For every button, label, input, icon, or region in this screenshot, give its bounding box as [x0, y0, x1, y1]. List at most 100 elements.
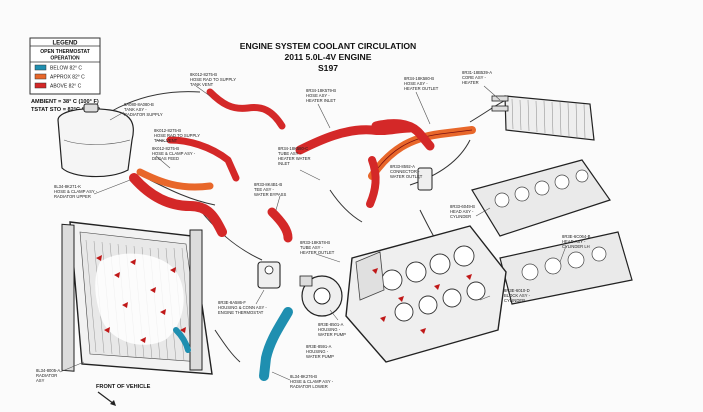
callout-tube-heater-outlet: 8R33-18K578-B TUBE ASY - HEATER OUTLET — [300, 240, 335, 255]
svg-text:8R34-18K579-B: 8R34-18K579-B — [306, 88, 336, 93]
svg-text:8R3E-6C064-B: 8R3E-6C064-B — [562, 234, 591, 239]
legend-subheader-1: OPEN THERMOSTAT — [40, 49, 90, 55]
svg-text:WATER PUMP: WATER PUMP — [318, 332, 346, 337]
svg-text:HEATER OUTLET: HEATER OUTLET — [404, 86, 439, 91]
callout-water-pump: 8R3E-8501-A HOUSING - WATER PUMP — [318, 322, 346, 337]
ambient-condition: AMBIENT = 38° C (100° F) — [31, 99, 99, 105]
hose-radiator-supply — [166, 136, 240, 182]
callout-heater-outlet: 8R34-18K580-B HOSE ASY - HEATER OUTLET — [404, 76, 439, 91]
svg-text:TANK VENT: TANK VENT — [190, 82, 214, 87]
svg-text:HOSE RAD TO SUPPLY: HOSE RAD TO SUPPLY — [190, 77, 236, 82]
svg-text:HEATER INLET: HEATER INLET — [306, 98, 336, 103]
title-line-3: S197 — [318, 63, 338, 73]
cylinder-head-lh — [471, 159, 611, 237]
svg-text:TANK ASY -: TANK ASY - — [124, 107, 147, 112]
svg-text:CORE ASY -: CORE ASY - — [462, 75, 486, 80]
title-line-1: ENGINE SYSTEM COOLANT CIRCULATION — [240, 41, 417, 51]
svg-text:CONNECTOR -: CONNECTOR - — [390, 169, 420, 174]
legend-label-below: BELOW 82° C — [50, 66, 82, 72]
svg-text:HOSE & CLAMP ASY -: HOSE & CLAMP ASY - — [54, 189, 98, 194]
hose-radiator-upper — [129, 173, 227, 237]
callout-radiator-lower: 8L34-8K276-B HOSE & CLAMP ASY - RADIATOR… — [290, 374, 334, 389]
svg-text:HEAD ASY -: HEAD ASY - — [450, 209, 474, 214]
legend-swatch-approx — [34, 73, 47, 80]
svg-text:CYLINDER LH: CYLINDER LH — [562, 244, 590, 249]
hose-upper-right — [371, 119, 435, 151]
svg-text:8R31-18B539-A: 8R31-18B539-A — [462, 70, 492, 75]
callout-degas-feed: 8K012-8275-B HOSE & CLAMP ASY - DEGAS FE… — [152, 146, 196, 161]
svg-text:WATER PUMP: WATER PUMP — [306, 354, 334, 359]
svg-text:HEATER: HEATER — [462, 80, 479, 85]
legend-label-above: ABOVE 82° C — [50, 84, 82, 90]
callout-cylinder-block: 8R3E-6010-D BLOCK ASY - CYLINDER — [504, 288, 531, 303]
legend-header: LEGEND — [52, 41, 78, 47]
callout-degas-tank: 8A080-8A080-B TANK ASY - RADIATOR SUPPLY — [124, 102, 163, 117]
svg-text:RADIATOR SUPPLY: RADIATOR SUPPLY — [124, 112, 163, 117]
title-line-2: 2011 5.0L-4V ENGINE — [285, 52, 372, 62]
hose-tank-vent — [206, 88, 286, 130]
svg-text:WATER OUTLET: WATER OUTLET — [390, 174, 423, 179]
svg-text:8R33-8K4B1-B: 8R33-8K4B1-B — [254, 182, 282, 187]
hose-heater-inlet — [295, 123, 415, 155]
engine-block — [345, 225, 507, 363]
svg-text:CYLINDER: CYLINDER — [504, 298, 525, 303]
svg-text:8L34-8K276-B: 8L34-8K276-B — [290, 374, 317, 379]
legend: LEGEND OPEN THERMOSTAT OPERATION BELOW 8… — [29, 37, 101, 95]
hose-radiator-lower — [173, 307, 293, 381]
svg-text:ASY: ASY — [36, 378, 45, 383]
callout-radiator-upper: 8L34-8K271-K HOSE & CLAMP ASY - RADIATOR… — [54, 184, 98, 199]
hose-heater-return — [366, 156, 380, 208]
svg-text:HEAD ASY -: HEAD ASY - — [562, 239, 586, 244]
callout-leaders — [59, 85, 567, 381]
svg-text:8R3E-8591-A: 8R3E-8591-A — [306, 344, 332, 349]
svg-text:8R33-18K578-B: 8R33-18K578-B — [300, 240, 330, 245]
hose-degas-feed — [136, 168, 214, 191]
svg-text:8R34-18K580-B: 8R34-18K580-B — [404, 76, 434, 81]
svg-text:WATER BYPASS: WATER BYPASS — [254, 192, 286, 197]
hose-heater-supply — [368, 126, 476, 180]
front-of-vehicle-indicator: FRONT OF VEHICLE — [96, 384, 151, 406]
svg-text:DEGAS FEED: DEGAS FEED — [152, 156, 179, 161]
svg-text:BLOCK ASY -: BLOCK ASY - — [504, 293, 531, 298]
callout-tube-heater-inlet: 8R34-18K580-C TUBE ASY - HEATER WATER IN… — [278, 146, 311, 166]
svg-text:HOUSING -: HOUSING - — [306, 349, 329, 354]
callout-head-cylinder-lh: 8R3E-6C064-B HEAD ASY - CYLINDER LH — [562, 234, 591, 249]
water-pump — [299, 275, 343, 317]
engine-flow-arrows — [372, 268, 472, 334]
callout-radiator: 8L34-8005-A RADIATOR ASY — [36, 368, 60, 383]
radiator-flow-arrows — [96, 255, 186, 343]
svg-text:8R3E-8501-A: 8R3E-8501-A — [318, 322, 344, 327]
callout-head-cylinder: 8R33-6049-B HEAD ASY - CYLINDER — [450, 204, 475, 219]
svg-text:8L34-8005-A: 8L34-8005-A — [36, 368, 60, 373]
svg-text:HOSE ASY -: HOSE ASY - — [404, 81, 428, 86]
front-of-vehicle-label: FRONT OF VEHICLE — [96, 384, 151, 390]
svg-text:CYLINDER: CYLINDER — [450, 214, 471, 219]
svg-text:ENGINE THERMOSTAT: ENGINE THERMOSTAT — [218, 310, 264, 315]
svg-text:HOUSING & CONN ASY -: HOUSING & CONN ASY - — [218, 305, 267, 310]
svg-text:HOSE & CLAMP ASY -: HOSE & CLAMP ASY - — [290, 379, 334, 384]
legend-subheader-2: OPERATION — [50, 56, 80, 62]
callout-heater-inlet: 8R34-18K579-B HOSE ASY - HEATER INLET — [306, 88, 336, 103]
svg-text:HOSE & CLAMP ASY -: HOSE & CLAMP ASY - — [152, 151, 196, 156]
svg-text:8K012-8275-B: 8K012-8275-B — [190, 72, 217, 77]
svg-text:RADIATOR: RADIATOR — [36, 373, 57, 378]
callout-water-pump-housing: 8R3E-8591-A HOUSING - WATER PUMP — [306, 344, 334, 359]
svg-text:HEATER OUTLET: HEATER OUTLET — [300, 250, 335, 255]
callout-tank-vent: 8K012-8275-B HOSE RAD TO SUPPLY TANK VEN… — [190, 72, 236, 87]
svg-text:8R33-8592-A: 8R33-8592-A — [390, 164, 415, 169]
svg-text:TUBE ASY -: TUBE ASY - — [278, 151, 302, 156]
svg-text:8L34-8K271-K: 8L34-8K271-K — [54, 184, 81, 189]
hose-bypass — [267, 207, 293, 243]
svg-text:HOSE RAD TO SUPPLY: HOSE RAD TO SUPPLY — [154, 133, 200, 138]
degas-bottle — [57, 103, 134, 178]
svg-text:HOUSING -: HOUSING - — [318, 327, 341, 332]
svg-text:8K012-8275-B: 8K012-8275-B — [154, 128, 181, 133]
svg-text:HEATER WATER: HEATER WATER — [278, 156, 311, 161]
legend-label-approx: APPROX 82° C — [50, 75, 85, 81]
svg-text:TANK VENT: TANK VENT — [154, 138, 178, 143]
callout-thermostat-housing: 8R3E-8A586-F HOUSING & CONN ASY - ENGINE… — [218, 300, 267, 315]
callout-heater-core: 8R31-18B539-A CORE ASY - HEATER — [462, 70, 492, 85]
front-arrow-icon — [110, 400, 116, 406]
tstat-condition: TSTAT STO = 82°C (180°F) — [31, 107, 100, 113]
